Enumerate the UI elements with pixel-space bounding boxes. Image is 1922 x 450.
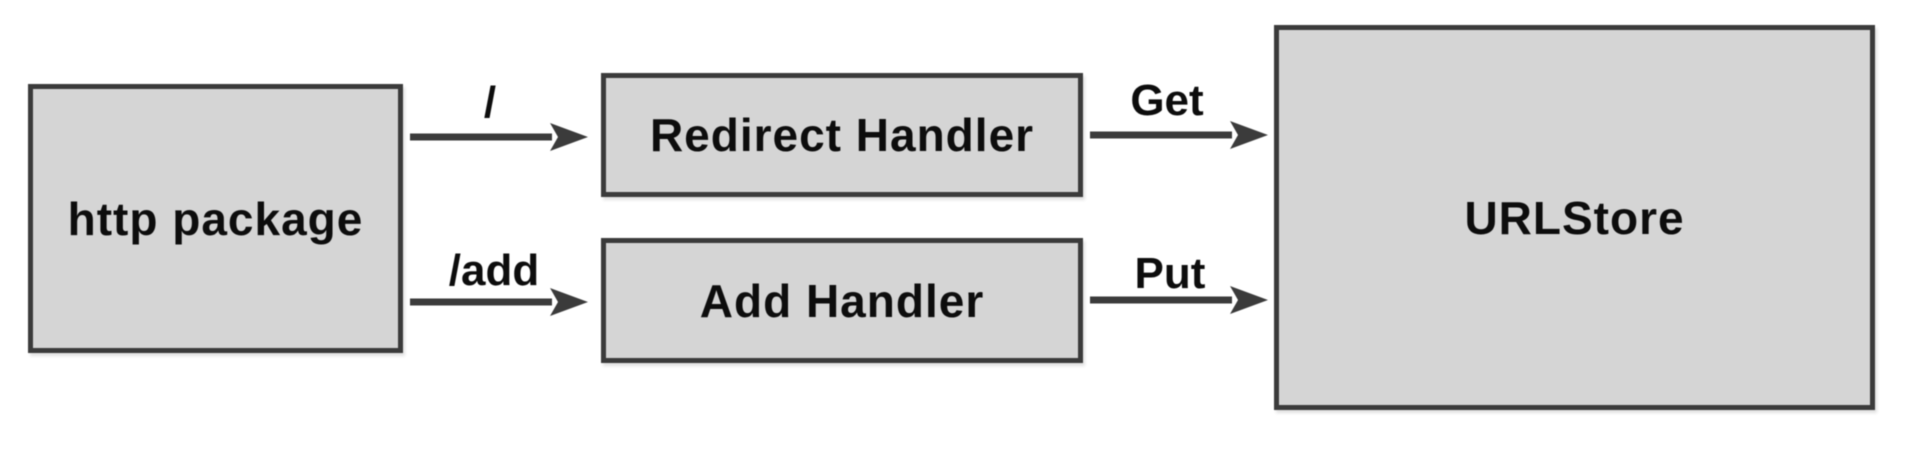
- edge-root-arrow: [410, 123, 588, 151]
- edge-label-put: Put: [1134, 249, 1206, 298]
- node-urlstore-label: URLStore: [1464, 191, 1685, 244]
- node-add-handler-label: Add Handler: [699, 274, 985, 327]
- node-http-package-label: http package: [67, 192, 364, 245]
- node-redirect-handler: Redirect Handler: [601, 73, 1083, 197]
- node-http-package: http package: [28, 84, 403, 353]
- edge-label-add: /add: [448, 246, 540, 295]
- node-urlstore: URLStore: [1274, 25, 1875, 410]
- edge-label-root: /: [483, 78, 497, 127]
- edge-label-get: Get: [1130, 76, 1204, 125]
- node-add-handler: Add Handler: [601, 238, 1083, 363]
- node-redirect-handler-label: Redirect Handler: [649, 109, 1035, 161]
